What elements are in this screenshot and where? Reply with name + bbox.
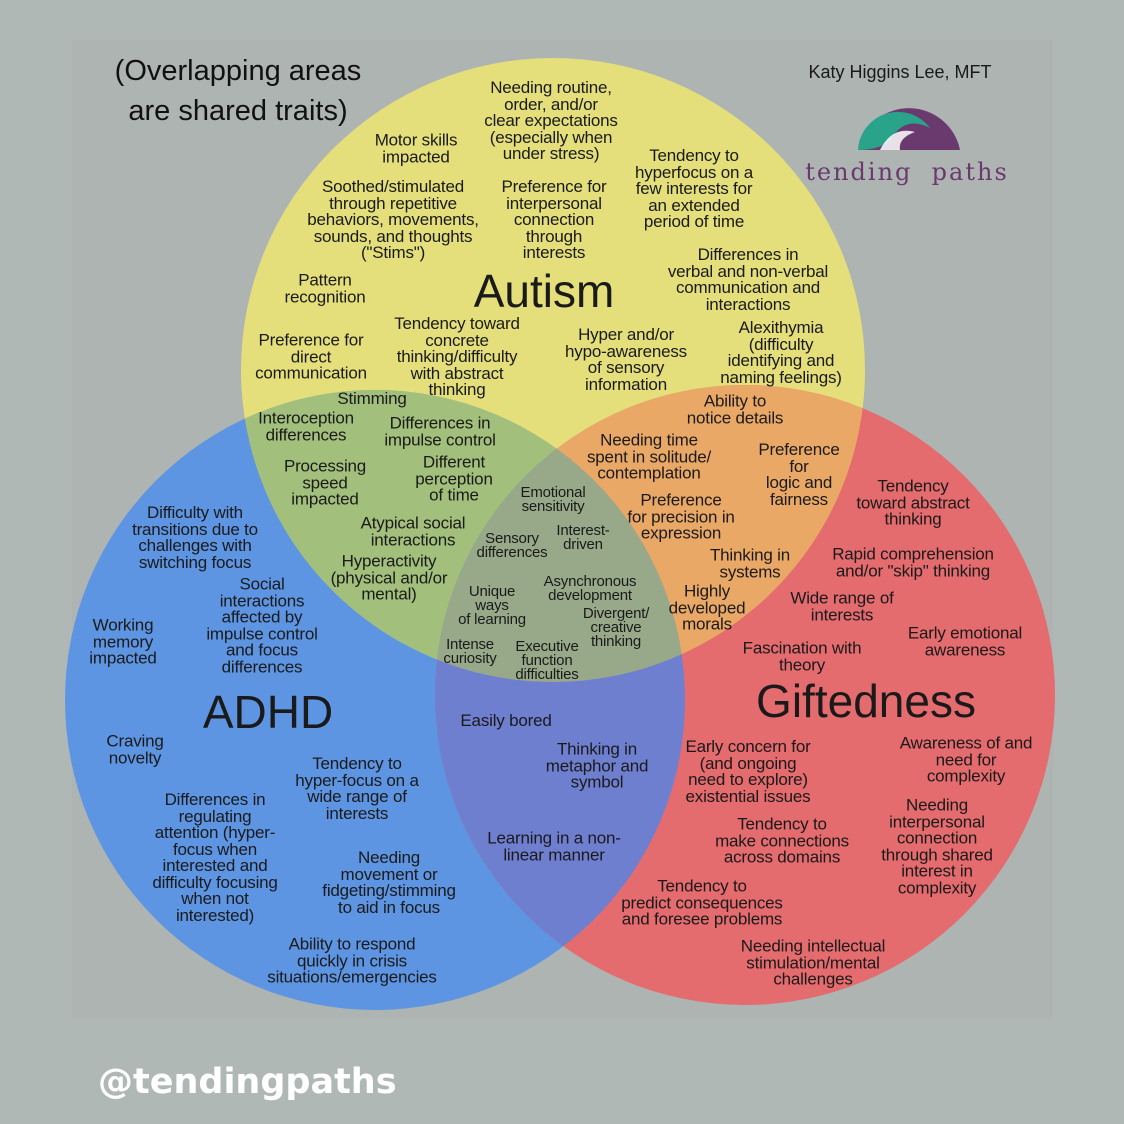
circle-label-giftedness: Giftedness: [756, 675, 976, 727]
trait-autism-giftedness: Highly developed morals: [668, 581, 746, 634]
overlap-all-three: [435, 390, 685, 682]
trait-all-three: Divergent/ creative thinking: [582, 605, 650, 650]
trait-autism: Needing routine, order, and/or clear exp…: [484, 77, 618, 163]
trait-autism-adhd: Hyperactivity (physical and/or mental): [330, 551, 448, 604]
trait-autism-adhd: Interoception differences: [258, 408, 354, 444]
logo-text: tending paths: [805, 158, 1009, 186]
trait-adhd: Needing movement or fidgeting/stimming t…: [322, 848, 456, 917]
trait-autism: Tendency toward concrete thinking/diffic…: [394, 313, 520, 399]
trait-giftedness: Tendency to predict consequences and for…: [621, 876, 783, 929]
trait-all-three: Interest- driven: [556, 522, 610, 553]
trait-all-three: Sensory differences: [476, 530, 548, 561]
trait-autism-giftedness: Preference for precision in expression: [627, 490, 735, 543]
trait-giftedness: Tendency to make connections across doma…: [715, 814, 849, 867]
trait-adhd: Craving novelty: [106, 731, 164, 767]
trait-adhd: Difficulty with transitions due to chall…: [132, 503, 258, 572]
author-name: Katy Higgins Lee, MFT: [808, 62, 992, 82]
trait-all-three: Intense curiosity: [443, 636, 497, 667]
circle-label-adhd: ADHD: [202, 686, 334, 738]
trait-autism-giftedness: Ability to notice details: [686, 391, 784, 427]
trait-autism-giftedness: Thinking in systems: [709, 545, 791, 581]
trait-giftedness: Needing interpersonal connection through…: [881, 795, 993, 897]
trait-autism-giftedness: Needing time spent in solitude/ contempl…: [587, 430, 711, 483]
trait-adhd: Tendency to hyper-focus on a wide range …: [295, 754, 419, 823]
trait-autism-giftedness: Preference for logic and fairness: [758, 440, 840, 509]
trait-adhd: Social interactions affected by impulse …: [206, 574, 318, 676]
trait-adhd: Ability to respond quickly in crisis sit…: [267, 934, 437, 987]
trait-giftedness: Early concern for (and ongoing need to e…: [685, 737, 811, 806]
trait-autism-adhd: Atypical social interactions: [360, 513, 466, 549]
wave-arc-logo-icon: [858, 108, 960, 150]
trait-autism-adhd: Processing speed impacted: [283, 456, 367, 509]
trait-autism: Alexithymia (difficulty identifying and …: [720, 318, 842, 387]
trait-giftedness: Needing intellectual stimulation/mental …: [740, 936, 886, 989]
trait-autism: Motor skills impacted: [374, 130, 458, 166]
trait-all-three: Executive function difficulties: [515, 638, 579, 683]
social-handle: @tendingpaths: [98, 1062, 397, 1102]
circle-label-autism: Autism: [473, 265, 615, 317]
trait-all-three: Unique ways of learning: [458, 583, 526, 628]
trait-giftedness: Awareness of and need for complexity: [899, 733, 1033, 786]
trait-giftedness: Fascination with theory: [742, 638, 862, 674]
trait-autism: Soothed/stimulated through repetitive be…: [307, 176, 479, 262]
trait-autism: Pattern recognition: [284, 270, 366, 306]
trait-all-three: Asynchronous development: [543, 573, 637, 604]
trait-autism-adhd: Differences in impulse control: [384, 413, 496, 449]
overlap-note: (Overlapping areas are shared traits): [114, 55, 362, 127]
trait-autism: Preference for interpersonal connection …: [501, 176, 607, 262]
trait-adhd: Differences in regulating attention (hyp…: [152, 790, 278, 925]
trait-giftedness: Rapid comprehension and/or "skip" thinki…: [832, 544, 994, 580]
trait-autism-adhd: Stimming: [337, 388, 407, 408]
trait-adhd-giftedness: Learning in a non- linear manner: [487, 828, 621, 864]
trait-adhd-giftedness: Thinking in metaphor and symbol: [545, 739, 649, 792]
trait-autism: Tendency to hyperfocus on a few interest…: [635, 145, 753, 231]
trait-giftedness: Wide range of interests: [790, 588, 894, 624]
trait-autism: Differences in verbal and non-verbal com…: [667, 245, 829, 314]
trait-adhd-giftedness: Easily bored: [460, 710, 552, 730]
trait-autism: Preference for direct communication: [255, 330, 367, 383]
trait-giftedness: Tendency toward abstract thinking: [856, 476, 970, 529]
trait-all-three: Emotional sensitivity: [520, 484, 586, 515]
trait-adhd: Working memory impacted: [89, 615, 157, 668]
trait-autism-adhd: Different perception of time: [415, 452, 493, 505]
trait-giftedness: Early emotional awareness: [907, 623, 1023, 659]
trait-autism: Hyper and/or hypo-awareness of sensory i…: [565, 325, 687, 394]
